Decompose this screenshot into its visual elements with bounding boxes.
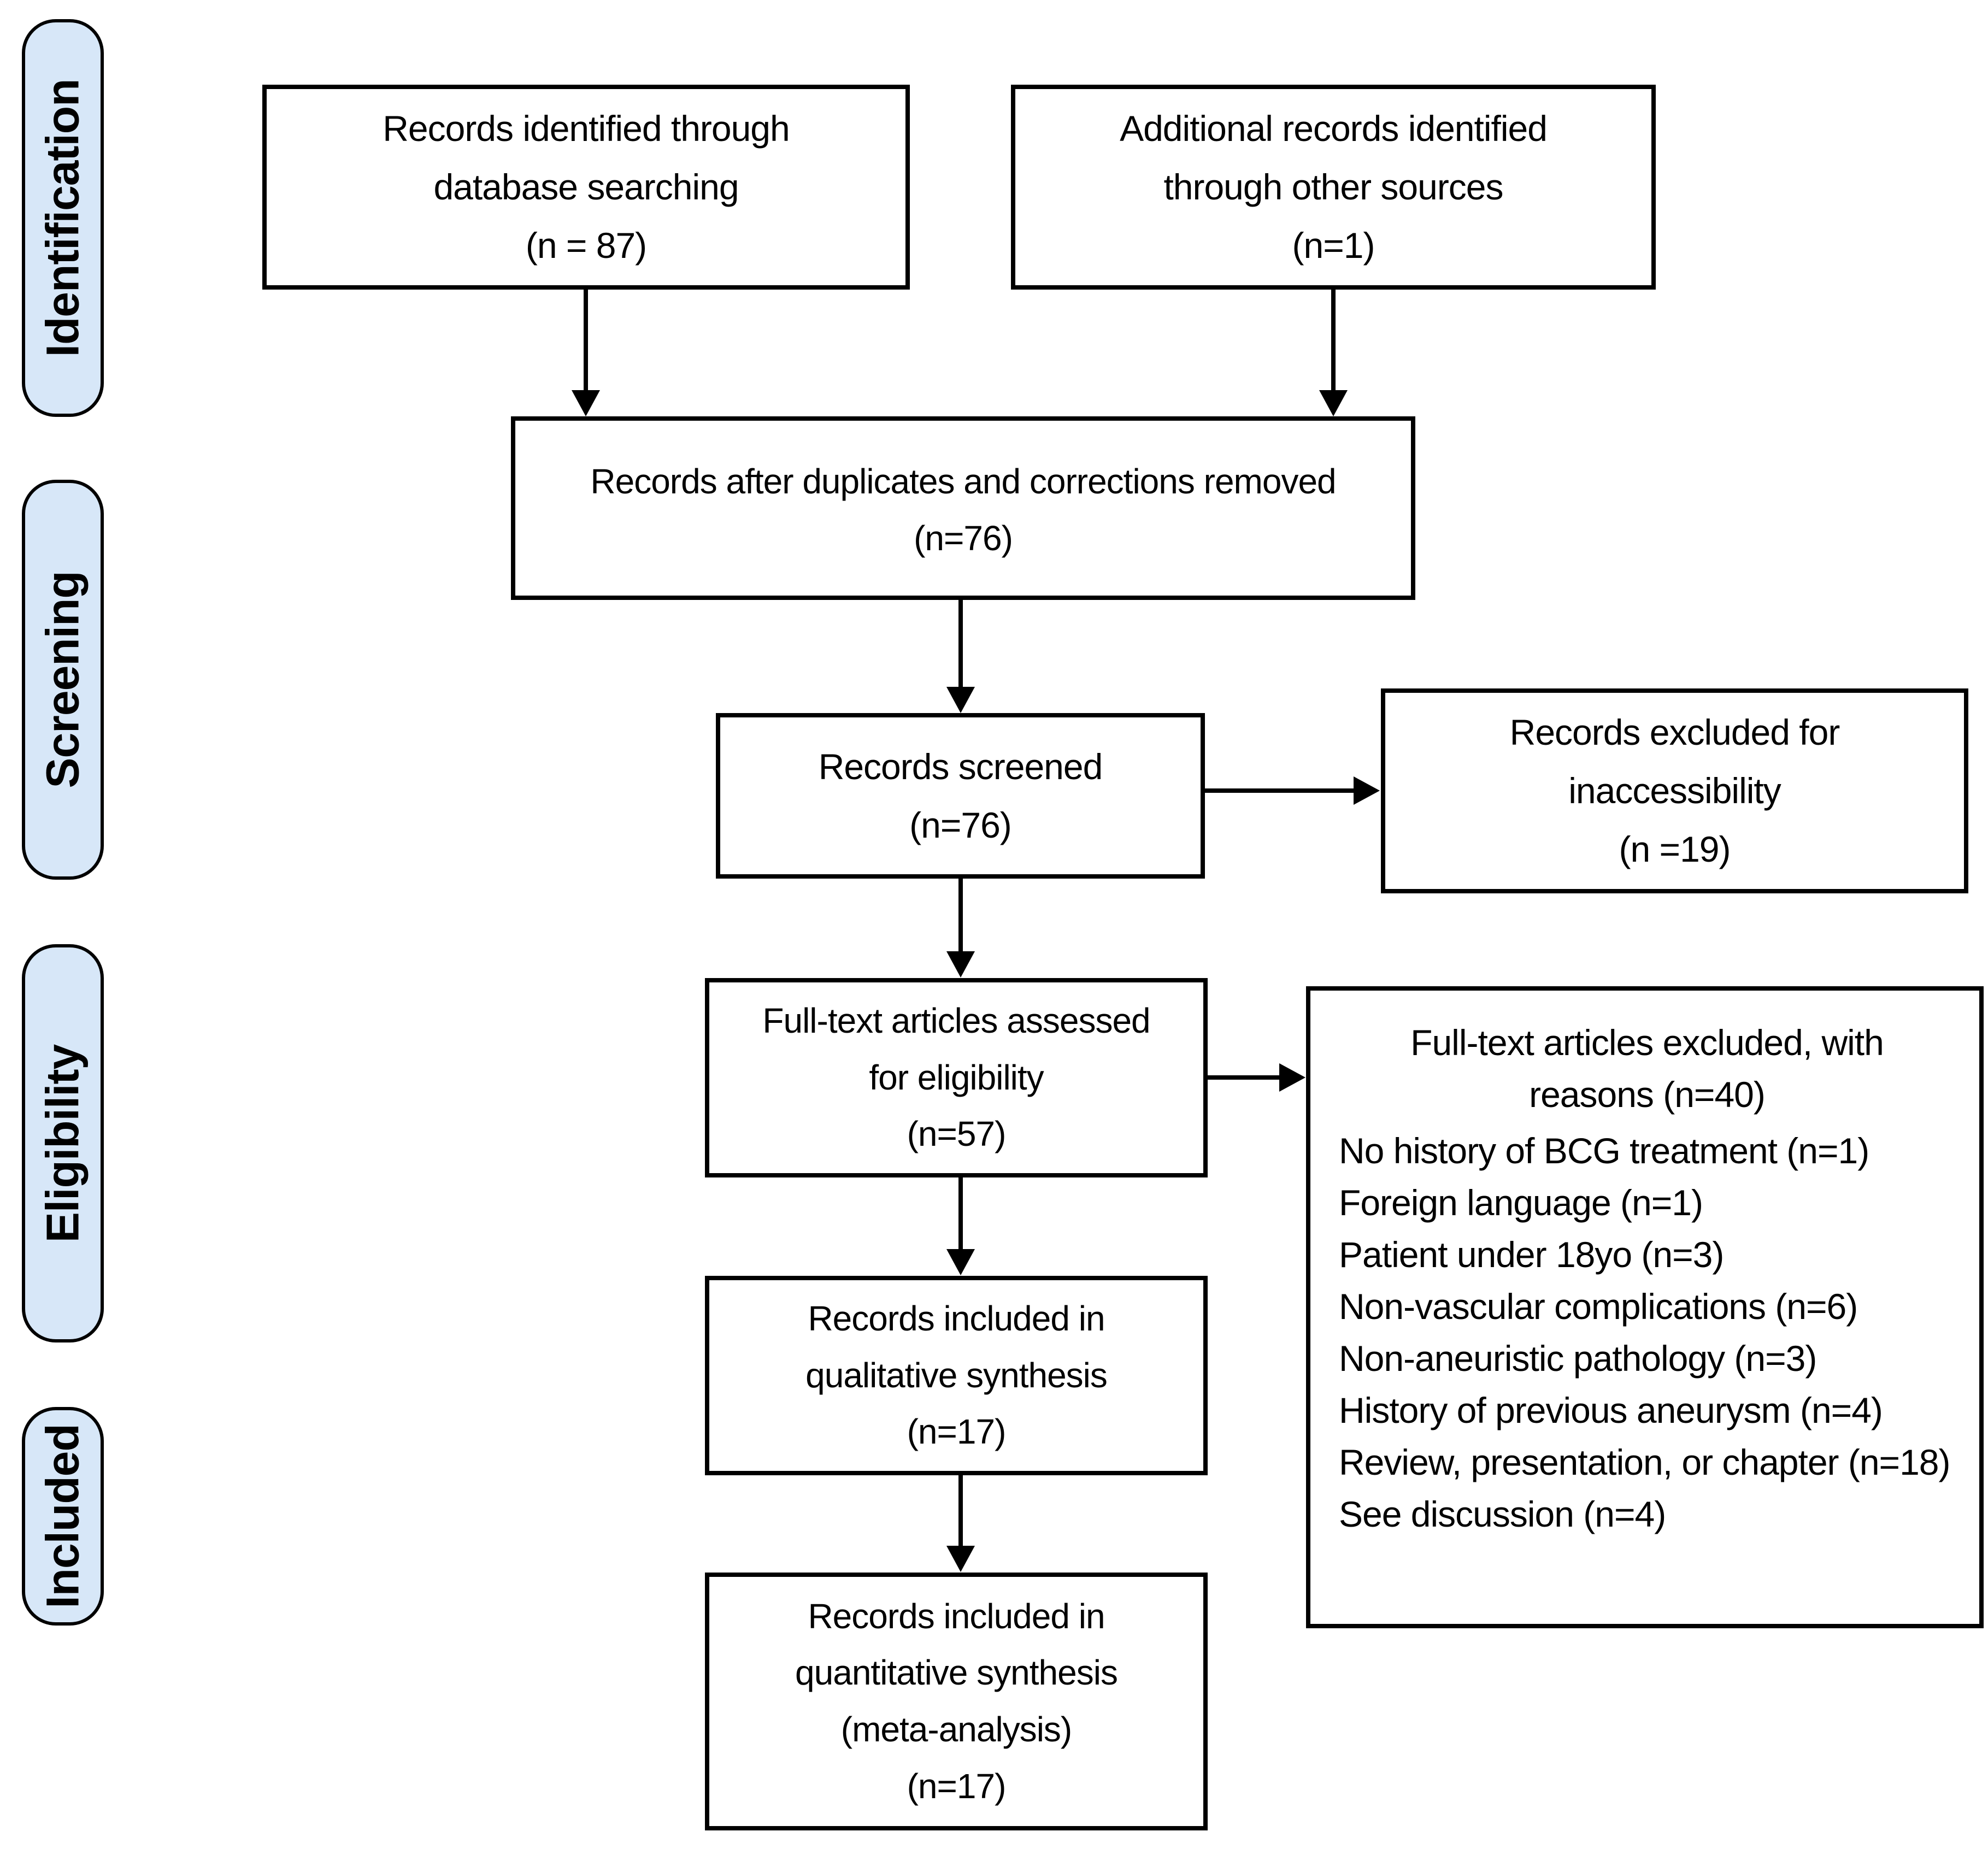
exclusion-reason: Foreign language (n=1) — [1339, 1182, 1703, 1223]
exclusion-reason: Patient under 18yo (n=3) — [1339, 1234, 1724, 1275]
arrowhead-right-icon — [1354, 776, 1380, 805]
sidebar-stage-identification: Identification — [22, 19, 104, 417]
arrow-line — [1208, 1075, 1281, 1080]
exclusion-reason: See discussion (n=4) — [1339, 1494, 1666, 1535]
box-fulltext-assessed: Full-text articles assessed for eligibil… — [705, 978, 1208, 1177]
stage-label-screening: Screening — [37, 571, 89, 788]
box-after-duplicates: Records after duplicates and corrections… — [511, 416, 1415, 600]
arrowhead-right-icon — [1279, 1063, 1305, 1092]
stage-label-identification: Identification — [37, 79, 89, 357]
box-fulltext-excluded-reasons: Full-text articles excluded, with reason… — [1306, 986, 1984, 1628]
arrowhead-down-icon — [946, 1249, 975, 1275]
arrow-line — [958, 879, 963, 952]
arrowhead-down-icon — [946, 687, 975, 713]
box-records-identified: Records identified through database sear… — [262, 85, 910, 290]
arrowhead-down-icon — [1319, 390, 1348, 416]
box-records-excluded-inaccessibility: Records excluded for inaccessibility (n … — [1381, 688, 1968, 893]
box-records-screened: Records screened (n=76) — [716, 713, 1205, 879]
arrow-line — [958, 1475, 963, 1546]
exclusion-reason: No history of BCG treatment (n=1) — [1339, 1130, 1869, 1171]
arrow-line — [958, 600, 963, 687]
arrow-line — [958, 1177, 963, 1250]
arrowhead-down-icon — [946, 1546, 975, 1572]
exclusion-reason: Review, presentation, or chapter (n=18) — [1339, 1442, 1950, 1483]
arrowhead-down-icon — [946, 951, 975, 978]
arrowhead-down-icon — [572, 390, 600, 416]
stage-label-eligibility: Eligibility — [37, 1044, 89, 1243]
arrow-line — [584, 290, 588, 391]
box-qualitative-synthesis: Records included in qualitative synthesi… — [705, 1276, 1208, 1475]
arrow-line — [1331, 290, 1336, 391]
sidebar-stage-screening: Screening — [22, 480, 104, 880]
box-additional-records: Additional records identified through ot… — [1011, 85, 1656, 290]
exclusion-reason: Non-aneuristic pathology (n=3) — [1339, 1338, 1817, 1379]
fulltext-excluded-header: Full-text articles excluded, with reason… — [1410, 1022, 1884, 1115]
sidebar-stage-eligibility: Eligibility — [22, 944, 104, 1342]
sidebar-stage-included: Included — [22, 1407, 104, 1626]
exclusion-reason: Non-vascular complications (n=6) — [1339, 1286, 1858, 1327]
arrow-line — [1205, 788, 1355, 793]
box-quantitative-synthesis: Records included in quantitative synthes… — [705, 1573, 1208, 1830]
exclusion-reason: History of previous aneurysm (n=4) — [1339, 1390, 1883, 1431]
stage-label-included: Included — [37, 1424, 89, 1609]
